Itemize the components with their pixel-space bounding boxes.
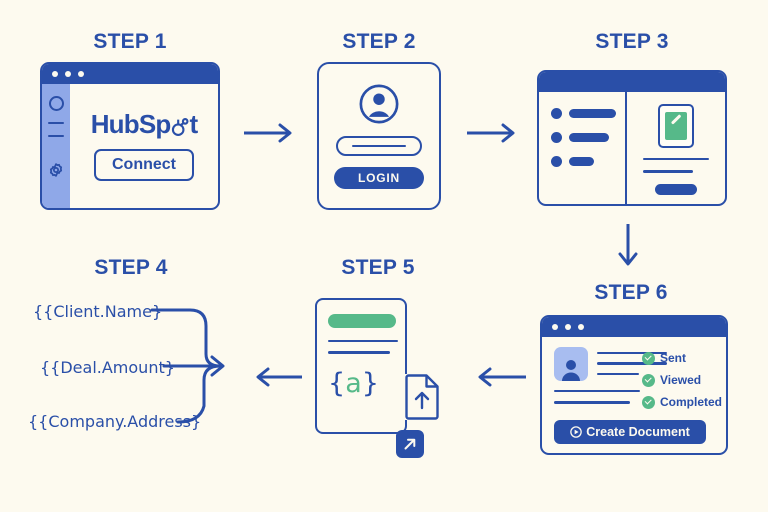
window-dot-icon <box>52 71 58 77</box>
play-circle-icon <box>570 426 583 438</box>
highlighted-heading-bar <box>328 314 396 328</box>
line-icon[interactable] <box>48 122 64 125</box>
list-item[interactable] <box>551 132 625 143</box>
check-circle-icon <box>642 373 655 387</box>
step-1-label: STEP 1 <box>93 30 167 53</box>
window-dot-icon <box>552 324 558 330</box>
window-dot-icon <box>578 324 584 330</box>
merge-field-deal-amount: {{Deal.Amount} <box>40 358 175 377</box>
text-line <box>554 401 630 404</box>
bullet-icon <box>551 108 562 119</box>
merge-field-client-name: {{Client.Name} <box>33 302 163 321</box>
status-list: Sent Viewed Completed <box>642 351 726 417</box>
brace-open: { <box>328 367 346 399</box>
step-3-preview-panel <box>627 92 725 204</box>
app-sidebar <box>42 84 70 208</box>
hubspot-sprocket-icon <box>169 117 190 138</box>
step-3-list-panel <box>539 92 627 204</box>
merge-token-glyph: {a} <box>328 370 394 397</box>
arrow-step1-to-step2 <box>244 123 300 143</box>
hubspot-wordmark: HubSp <box>90 109 172 139</box>
step-5-template-document: {a} <box>315 298 407 434</box>
gear-icon[interactable] <box>48 162 64 178</box>
step-6-label: STEP 6 <box>594 281 668 304</box>
list-item[interactable] <box>551 108 625 119</box>
arrow-tokens-merge <box>148 296 248 436</box>
status-label: Viewed <box>660 373 702 387</box>
text-line <box>328 351 390 354</box>
create-document-button[interactable]: Create Document <box>554 420 706 444</box>
brace-close: } <box>361 367 379 399</box>
text-line <box>554 390 640 393</box>
window-titlebar <box>42 64 218 84</box>
step-3-editor-window <box>537 70 727 206</box>
bullet-icon <box>551 156 562 167</box>
circle-icon[interactable] <box>48 96 64 111</box>
list-item-bar <box>569 109 616 118</box>
step-6-content: Sent Viewed Completed Cr <box>542 337 726 453</box>
step-2-label: STEP 2 <box>342 30 416 53</box>
bullet-icon <box>551 132 562 143</box>
text-line <box>597 352 667 355</box>
step-6-status-window: Sent Viewed Completed Cr <box>540 315 728 455</box>
connect-button[interactable]: Connect <box>94 149 194 181</box>
text-line <box>597 362 667 365</box>
external-link-button[interactable] <box>396 430 424 458</box>
arrow-step3-to-step6 <box>618 224 638 272</box>
text-line <box>643 170 693 173</box>
step-2-content: LOGIN <box>319 64 439 208</box>
action-pill-button[interactable] <box>655 183 697 195</box>
status-label: Completed <box>660 395 723 409</box>
status-item-completed: Completed <box>642 395 726 409</box>
check-circle-icon <box>642 395 655 409</box>
status-label: Sent <box>660 351 687 365</box>
hubspot-wordmark-tail: t <box>189 109 198 139</box>
list-item-bar <box>569 133 609 142</box>
window-dot-icon <box>65 71 71 77</box>
document-thumbnail[interactable] <box>658 104 694 148</box>
text-line <box>597 372 639 376</box>
step-1-browser-window: HubSp t Connect <box>40 62 220 210</box>
window-dot-icon <box>565 324 571 330</box>
window-dot-icon <box>78 71 84 77</box>
text-line <box>643 158 709 161</box>
external-link-icon <box>403 437 417 451</box>
status-item-sent: Sent <box>642 351 726 365</box>
list-item[interactable] <box>551 156 625 167</box>
token-letter: a <box>345 367 362 399</box>
window-titlebar <box>539 72 725 92</box>
text-line <box>328 340 398 343</box>
contact-row <box>554 347 716 381</box>
file-upload-icon[interactable] <box>404 374 440 420</box>
login-button[interactable]: LOGIN <box>334 167 424 189</box>
step-1-content: HubSp t Connect <box>70 84 218 208</box>
user-avatar-icon <box>554 347 588 381</box>
arrow-step6-to-step5 <box>470 367 526 387</box>
arrow-step5-to-step4 <box>248 367 304 387</box>
window-titlebar <box>542 317 726 337</box>
password-input[interactable] <box>336 136 422 156</box>
arrow-step2-to-step3 <box>467 123 523 143</box>
check-circle-icon <box>642 351 655 365</box>
step-2-login-card: LOGIN <box>317 62 441 210</box>
merge-field-company-address: {{Company.Address} <box>28 412 202 431</box>
user-avatar-icon <box>358 83 400 125</box>
status-item-viewed: Viewed <box>642 373 726 387</box>
step-4-label: STEP 4 <box>94 256 168 279</box>
list-item-bar <box>569 157 594 166</box>
step-3-label: STEP 3 <box>595 30 669 53</box>
step-5-label: STEP 5 <box>341 256 415 279</box>
edit-pencil-icon <box>665 112 687 140</box>
create-document-label: Create Document <box>586 425 690 439</box>
hubspot-logo: HubSp t <box>91 111 198 137</box>
line-icon[interactable] <box>48 135 64 138</box>
